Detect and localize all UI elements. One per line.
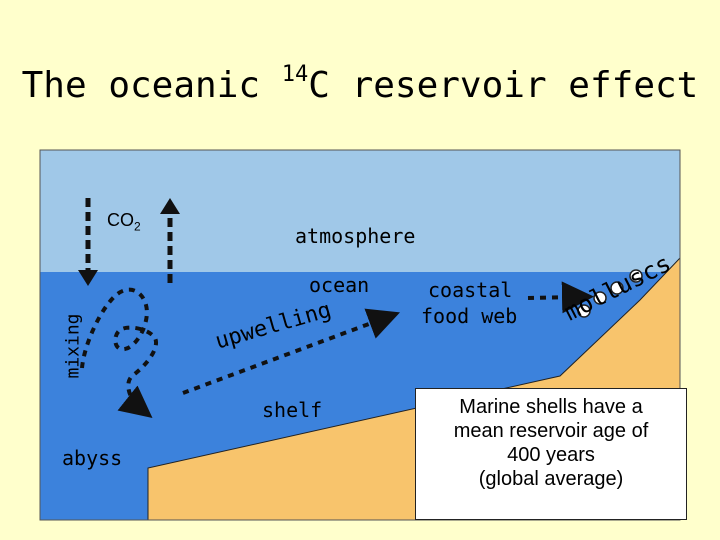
ocean-label: ocean (309, 273, 370, 297)
info-line: Marine shells have a (459, 396, 643, 418)
slide-title: The oceanic 14C reservoir effect (0, 62, 720, 106)
food-web-arrow (527, 281, 594, 314)
atmosphere-label: atmosphere (295, 224, 416, 248)
title-superscript: 14 (281, 62, 309, 87)
shelf-label: shelf (262, 398, 323, 422)
co2-subscript: 2 (134, 219, 141, 234)
co2-uptake-arrowhead (78, 270, 98, 286)
info-box: Marine shells have a mean reservoir age … (415, 388, 687, 520)
atmosphere-region (40, 150, 680, 273)
title-suffix: C reservoir effect (308, 65, 699, 106)
info-line: 400 years (507, 444, 595, 466)
shell-icon (629, 269, 643, 283)
info-line: (global average) (478, 468, 624, 490)
co2-label: CO2 (107, 210, 141, 234)
mixing-arrow (80, 287, 159, 419)
diagram-frame (39, 149, 681, 521)
coastal-label: coastal (428, 278, 513, 302)
mixing-label: mixing (62, 313, 84, 379)
co2-release-arrowhead (160, 198, 180, 214)
shell-icon (593, 291, 607, 305)
info-line: mean reservoir age of (453, 420, 649, 442)
co2-main: CO (107, 210, 134, 230)
shell-icon (610, 281, 624, 295)
title-prefix: The oceanic (21, 65, 282, 106)
shell-icon (577, 304, 591, 318)
food-web-label: food web (421, 304, 518, 328)
abyss-label: abyss (62, 446, 123, 470)
